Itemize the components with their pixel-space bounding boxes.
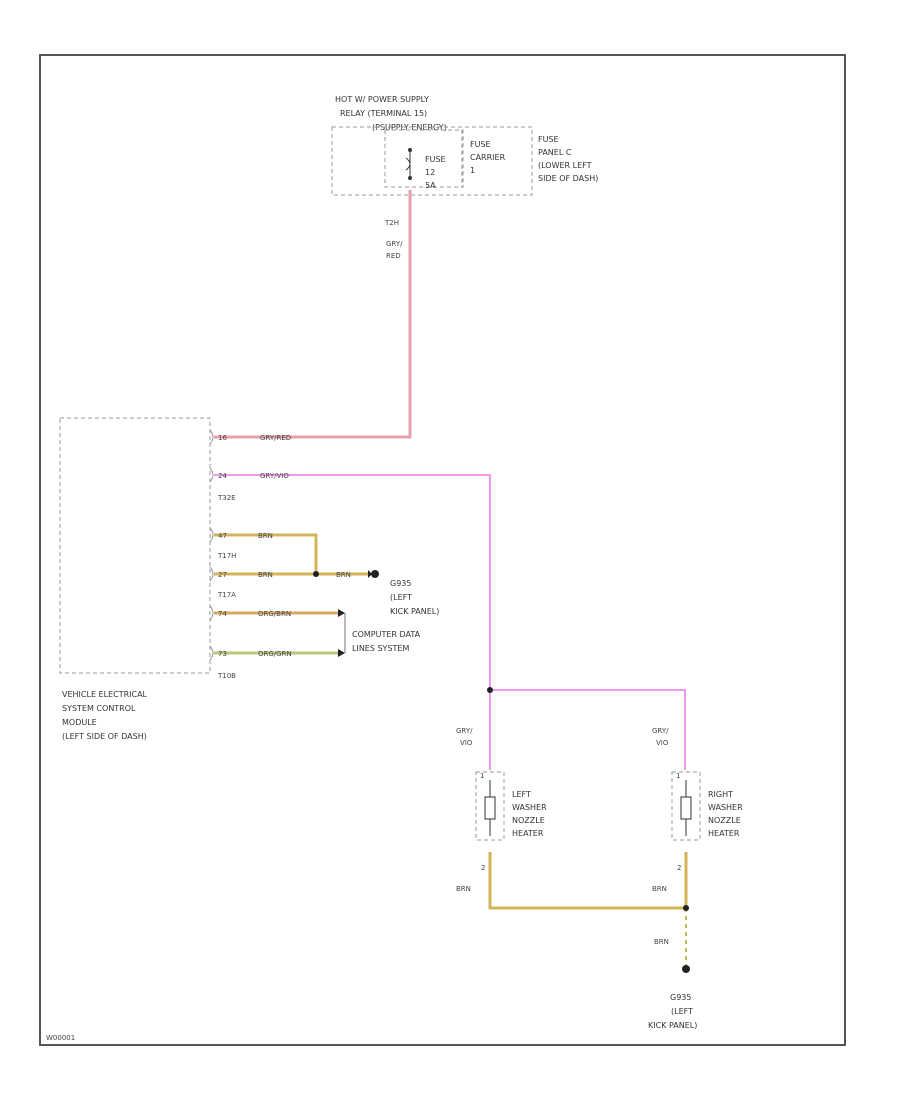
connector-t17a: T17A (217, 591, 236, 599)
module-line-3: MODULE (62, 718, 97, 727)
wire-gry-vio (214, 474, 686, 770)
fuse-panel-label: FUSE PANEL C (LOWER LEFT SIDE OF DASH) (538, 135, 598, 183)
right-heater-line-2: WASHER (708, 803, 743, 812)
module-connector-marks (209, 429, 214, 661)
supply-line-2: RELAY (TERMINAL 15) (340, 109, 427, 118)
ground-top-line-1: G935 (390, 579, 411, 588)
left-heater-line-3: NOZZLE (512, 816, 545, 825)
pin-27: 27 (218, 571, 227, 579)
wire-label-gry-red: GRY/RED (260, 434, 291, 442)
ground-bottom-line-1: G935 (670, 993, 691, 1002)
left-heater-pin-bottom: 2 (481, 864, 485, 872)
pin-47: 47 (218, 532, 227, 540)
module-pins: 16 GRY/RED 24 GRY/VIO 47 BRN 27 BRN 74 O… (218, 434, 292, 658)
left-heater-box (475, 771, 505, 841)
right-heater-top-wire-1: GRY/ (652, 727, 669, 735)
module-line-2: SYSTEM CONTROL (62, 704, 136, 713)
left-heater-top-wire-1: GRY/ (456, 727, 473, 735)
module-outline (59, 417, 211, 674)
fuse-wire-label-1: GRY/ (386, 240, 403, 248)
fuse-line-3: 5A (425, 181, 436, 190)
left-heater-line-4: HEATER (512, 829, 544, 838)
fuse-panel-outline (331, 126, 533, 196)
right-heater-line-3: NOZZLE (708, 816, 741, 825)
wire-label-org-brn: ORG/BRN (258, 610, 291, 618)
panel-line-3: (LOWER LEFT (538, 161, 592, 170)
right-heater-line-1: RIGHT (708, 790, 733, 799)
ground-bottom-line-2: (LEFT (671, 1007, 693, 1016)
data-link-line-1: COMPUTER DATA (352, 630, 421, 639)
right-heater-box (671, 771, 701, 841)
right-heater-line-4: HEATER (708, 829, 740, 838)
left-heater-bottom-wire: BRN (456, 885, 471, 893)
ground-top-line-2: (LEFT (390, 593, 412, 602)
wire-label-brn-47: BRN (258, 532, 273, 540)
connector-t17h: T17H (217, 552, 236, 560)
splice-brn-bottom (683, 905, 689, 911)
fuse-supply-label: HOT W/ POWER SUPPLY RELAY (TERMINAL 15) … (335, 95, 447, 132)
carrier-line-3: 1 (470, 166, 475, 175)
wire-label-brn-27: BRN (258, 571, 273, 579)
module-label: VEHICLE ELECTRICAL SYSTEM CONTROL MODULE… (62, 690, 148, 741)
fuse-carrier-outline (384, 129, 464, 188)
wire-brn-pin47 (214, 533, 318, 574)
carrier-line-1: FUSE (470, 140, 491, 149)
fuse-label: FUSE 12 5A (425, 155, 446, 190)
left-heater-top-wire-2: VIO (460, 739, 473, 747)
ground-bottom-label: G935 (LEFT KICK PANEL) (648, 993, 697, 1030)
left-heater-label: LEFT WASHER NOZZLE HEATER (512, 790, 547, 838)
connector-t32e: T32E (217, 494, 236, 502)
right-heater-bottom-wire: BRN (652, 885, 667, 893)
carrier-line-2: CARRIER (470, 153, 506, 162)
fuse-symbol (405, 148, 412, 180)
ground-bottom-wire-label: BRN (654, 938, 669, 946)
splice-gry-vio (487, 687, 493, 693)
data-link-line-2: LINES SYSTEM (352, 644, 409, 653)
module-line-1: VEHICLE ELECTRICAL (62, 690, 148, 699)
ground-bottom-symbol (682, 965, 690, 973)
ground-bottom-line-3: KICK PANEL) (648, 1021, 697, 1030)
module-connectors: T32E T17H T17A T10B (217, 494, 236, 680)
supply-line-1: HOT W/ POWER SUPPLY (335, 95, 429, 104)
panel-line-2: PANEL C (538, 148, 572, 157)
wire-brn-heaters (488, 852, 688, 910)
left-heater-element (484, 780, 496, 836)
left-heater-line-2: WASHER (512, 803, 547, 812)
wire-label-gry-vio: GRY/VIO (260, 472, 289, 480)
ground-top-symbol (368, 570, 379, 578)
right-heater-pin-bottom: 2 (677, 864, 681, 872)
data-link-label: COMPUTER DATA LINES SYSTEM (352, 630, 421, 653)
pin-24: 24 (218, 472, 227, 480)
fuse-pin-label: T2H (384, 219, 399, 227)
footer-code: W00001 (46, 1034, 75, 1042)
right-heater-top-wire-2: VIO (656, 739, 669, 747)
ground-top-line-3: KICK PANEL) (390, 607, 439, 616)
fuse-line-1: FUSE (425, 155, 446, 164)
connector-t10b: T10B (217, 672, 236, 680)
right-heater-label: RIGHT WASHER NOZZLE HEATER (708, 790, 743, 838)
left-heater-pin-top: 1 (480, 772, 484, 780)
module-line-4: (LEFT SIDE OF DASH) (62, 732, 147, 741)
pin-16: 16 (218, 434, 227, 442)
fuse-wire-label-2: RED (386, 252, 401, 260)
panel-line-1: FUSE (538, 135, 559, 144)
fuse-line-2: 12 (425, 168, 435, 177)
pin-74: 74 (218, 610, 227, 618)
ground-top-wire-label: BRN (336, 571, 351, 579)
panel-line-4: SIDE OF DASH) (538, 174, 598, 183)
ground-top-label: G935 (LEFT KICK PANEL) (390, 579, 439, 616)
diagram-frame (39, 54, 846, 1046)
splice-brn-top (313, 571, 319, 577)
right-heater-pin-top: 1 (676, 772, 680, 780)
pin-73: 73 (218, 650, 227, 658)
wire-gry-red (214, 190, 412, 439)
right-heater-element (680, 780, 692, 836)
data-link-arrows (338, 609, 345, 657)
carrier-label: FUSE CARRIER 1 (470, 140, 506, 175)
left-heater-line-1: LEFT (512, 790, 531, 799)
wire-label-org-grn: ORG/GRN (258, 650, 292, 658)
